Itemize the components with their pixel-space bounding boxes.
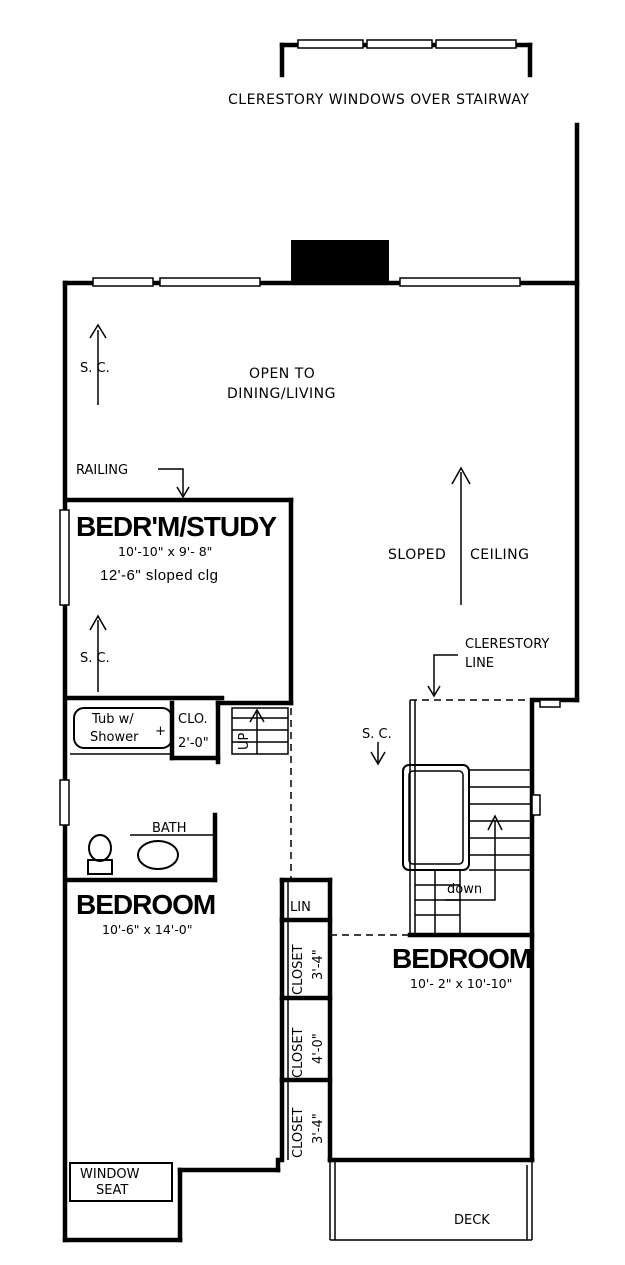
down-label: down bbox=[447, 882, 482, 897]
sc-arrow-study bbox=[89, 614, 107, 692]
stairway bbox=[402, 700, 530, 935]
closet3-dim: 3'-4" bbox=[311, 1113, 326, 1144]
ceiling-label: CEILING bbox=[470, 547, 530, 563]
closets bbox=[279, 877, 333, 1163]
closet2-dim: 4'-0" bbox=[311, 1033, 326, 1064]
sloped-ceiling-arrow bbox=[451, 466, 471, 605]
bedroom-right-dims: 10'- 2" x 10'-10" bbox=[410, 976, 512, 991]
deck bbox=[329, 1160, 533, 1241]
toilet bbox=[88, 834, 112, 862]
line-label: LINE bbox=[465, 656, 494, 671]
up-label: UP bbox=[237, 732, 252, 750]
clo-dim: 2'-0" bbox=[178, 736, 209, 751]
railing-arrow bbox=[158, 468, 184, 495]
top-window-2 bbox=[159, 277, 261, 287]
stairs-up bbox=[231, 707, 289, 755]
closet2-label: CLOSET bbox=[291, 1027, 306, 1078]
clerestory-windows-label: CLERESTORY WINDOWS OVER STAIRWAY bbox=[228, 92, 529, 108]
bedroom-right-name: BEDROOM bbox=[392, 943, 531, 974]
sc-arrow-top bbox=[89, 323, 107, 405]
study-dims: 10'-10" x 9'- 8" bbox=[118, 544, 212, 559]
dining-living-label: DINING/LIVING bbox=[227, 386, 336, 402]
study-window bbox=[59, 509, 70, 606]
open-to-label: OPEN TO bbox=[249, 366, 315, 382]
bedroom-left-dims: 10'-6" x 14'-0" bbox=[102, 922, 192, 937]
exterior-walls bbox=[62, 280, 580, 1243]
clerestory-label: CLERESTORY bbox=[465, 637, 549, 652]
corner-window bbox=[539, 699, 561, 708]
closet-clo-walls bbox=[169, 700, 294, 765]
top-window-1 bbox=[92, 277, 154, 287]
deck-label: DECK bbox=[454, 1213, 490, 1228]
sc-arrow-hall bbox=[370, 742, 386, 766]
sloped-label: SLOPED bbox=[388, 547, 446, 563]
sc-label-hall: S. C. bbox=[362, 727, 392, 742]
top-window-3 bbox=[399, 277, 521, 287]
study-note: 12'-6" sloped clg bbox=[100, 567, 218, 584]
study-name: BEDR'M/STUDY bbox=[76, 511, 277, 542]
window-seat bbox=[69, 1162, 173, 1202]
clerestory-windows bbox=[279, 39, 533, 78]
bath-label: BATH bbox=[152, 821, 187, 836]
seat-label: SEAT bbox=[96, 1183, 128, 1198]
stair-window bbox=[531, 794, 541, 816]
clo-label: CLO. bbox=[178, 712, 208, 727]
tub-line1: Tub w/ bbox=[91, 712, 134, 727]
sink bbox=[137, 840, 179, 870]
study-walls bbox=[64, 497, 294, 706]
chimney bbox=[291, 240, 389, 283]
closet1-dim: 3'-4" bbox=[311, 949, 326, 980]
window-label: WINDOW bbox=[80, 1167, 140, 1182]
sc-label-top: S. C. bbox=[80, 361, 110, 376]
sc-label-study: S. C. bbox=[80, 651, 110, 666]
closet3-label: CLOSET bbox=[291, 1107, 306, 1158]
lin-label: LIN bbox=[290, 900, 311, 915]
clerestory-arrow bbox=[433, 654, 458, 694]
bedroom-left-name: BEDROOM bbox=[76, 889, 215, 920]
tub-line2: Shower bbox=[90, 730, 139, 745]
closet1-label: CLOSET bbox=[291, 944, 306, 995]
svg-text:+: + bbox=[155, 724, 166, 739]
railing-label: RAILING bbox=[76, 463, 128, 478]
bath-window bbox=[59, 779, 70, 826]
